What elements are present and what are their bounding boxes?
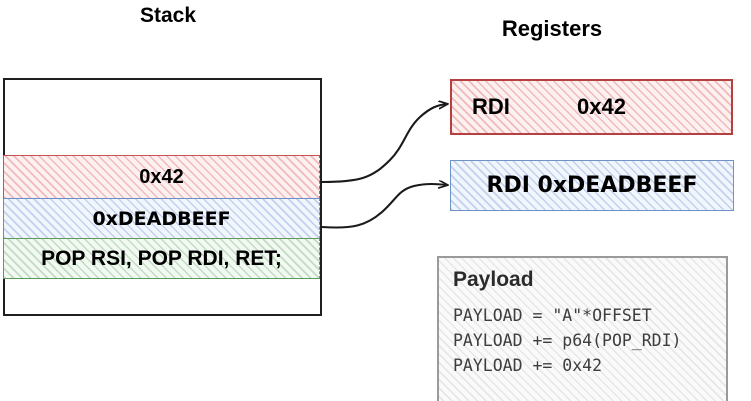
stack-row-gadget: POP RSI, POP RDI, RET; [3, 238, 320, 279]
register-box-rdi: RDI 0x42 [450, 79, 733, 135]
register-name: RDI [472, 94, 510, 119]
stack-title: Stack [139, 4, 197, 27]
register-box-rsi: RDI 0xDEADBEEF [450, 160, 734, 211]
arrow-stack-deadbeef-to-rsi-register [320, 184, 447, 229]
payload-code: PAYLOAD = "A"*OFFSET PAYLOAD += p64(POP_… [453, 306, 682, 375]
stack-row-label: POP RSI, POP RDI, RET; [41, 246, 282, 270]
registers-title: Registers [501, 16, 603, 41]
stack-row-label: 0x42 [139, 165, 184, 188]
stack-row-label: 0xDEADBEEF [92, 207, 231, 230]
stack-row-rsi-value: 0xDEADBEEF [3, 198, 320, 239]
register-name-and-value: RDI 0xDEADBEEF [486, 173, 698, 198]
arrow-stack-0x42-to-rdi-register [320, 104, 447, 184]
stack-row-rdi-value: 0x42 [3, 155, 320, 199]
register-value: 0x42 [577, 94, 626, 119]
payload-box: Payload PAYLOAD = "A"*OFFSET PAYLOAD += … [437, 256, 728, 401]
payload-title: Payload [453, 268, 534, 291]
